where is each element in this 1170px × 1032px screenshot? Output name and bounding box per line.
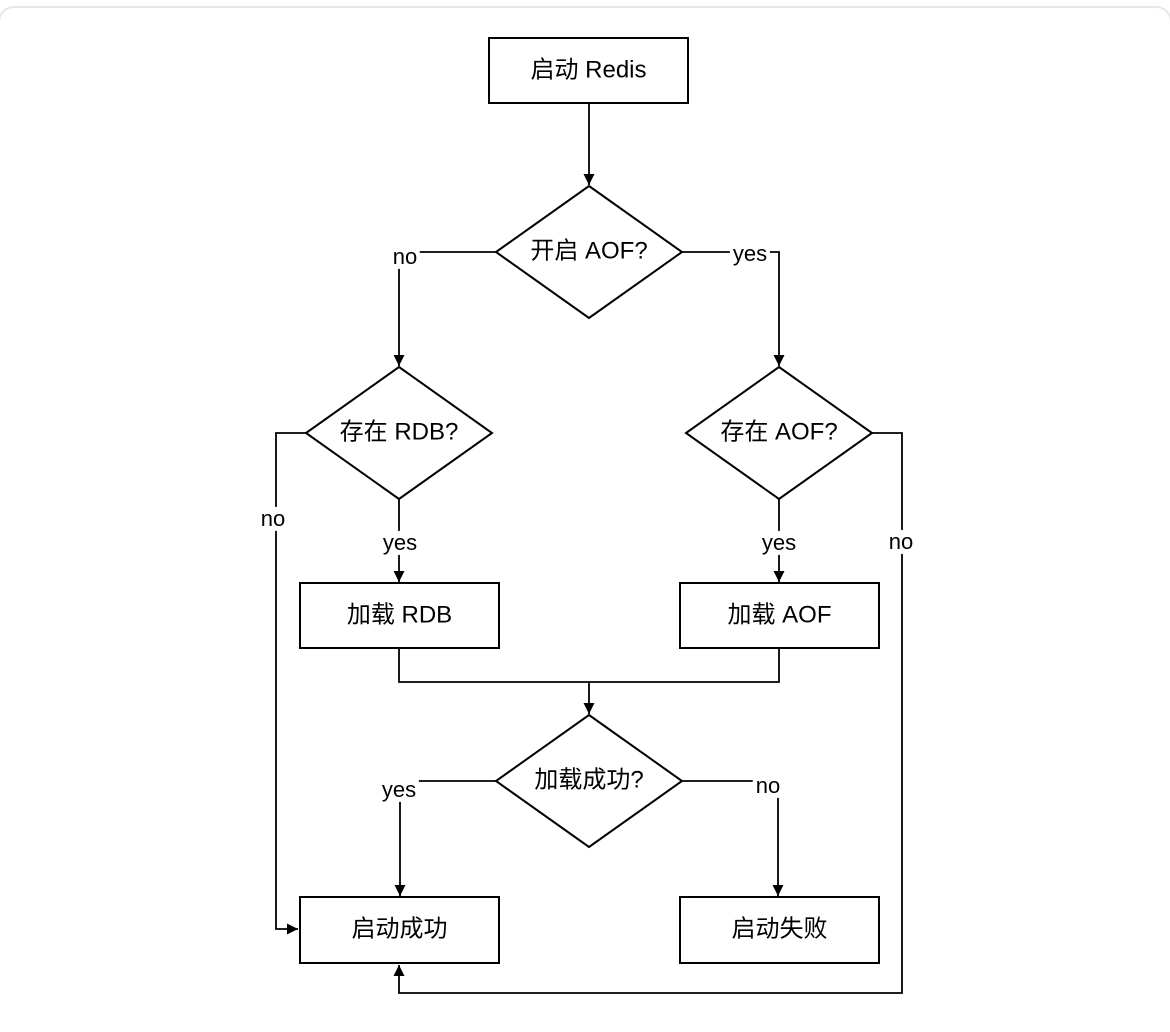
node-start-shape — [488, 37, 689, 104]
edge-rdb-exists-no-to-start-ok — [275, 432, 306, 935]
node-start-label: 启动 Redis — [530, 56, 647, 84]
edge-aof-exists-no-to-start-ok — [393, 432, 903, 994]
node-start-ok-shape — [299, 896, 500, 964]
edge-label-rdb-exists-yes: yes — [379, 530, 421, 556]
node-load-rdb-label: 加载 RDB — [346, 601, 453, 629]
edge-label-aof-exists-yes: yes — [758, 530, 800, 556]
edge-label-load-ok-no: no — [752, 773, 784, 799]
node-start-fail-label: 启动失败 — [731, 915, 828, 943]
edge-aof-enabled-yes-to-aof-exists — [682, 251, 785, 366]
node-aof-enabled-label: 开启 AOF? — [530, 237, 648, 265]
node-load-aof-label: 加载 AOF — [727, 601, 832, 629]
edge-label-aof-enabled-yes: yes — [729, 241, 771, 267]
edge-label-load-ok-yes: yes — [378, 777, 420, 803]
edge-merge-load-rdb-load-aof — [398, 648, 780, 683]
node-rdb-exists-label: 存在 RDB? — [339, 418, 459, 446]
node-aof-exists-shape — [684, 365, 874, 501]
node-start-ok-label: 启动成功 — [351, 915, 448, 943]
node-aof-exists-label: 存在 AOF? — [720, 418, 838, 446]
node-load-ok-label: 加载成功? — [534, 766, 644, 794]
edge-aof-enabled-no-to-rdb-exists — [393, 251, 496, 366]
node-load-aof-shape — [679, 582, 880, 649]
edge-label-rdb-exists-no: no — [257, 506, 289, 532]
node-rdb-exists-shape — [304, 365, 494, 501]
edge-label-aof-exists-no: no — [885, 529, 917, 555]
edge-label-aof-enabled-no: no — [389, 244, 421, 270]
node-start-fail-shape — [679, 896, 880, 964]
node-load-rdb-shape — [299, 582, 500, 649]
node-load-ok-shape — [494, 713, 684, 849]
node-aof-enabled-shape — [494, 184, 684, 320]
edge-load-ok-no-to-start-fail — [682, 780, 784, 896]
